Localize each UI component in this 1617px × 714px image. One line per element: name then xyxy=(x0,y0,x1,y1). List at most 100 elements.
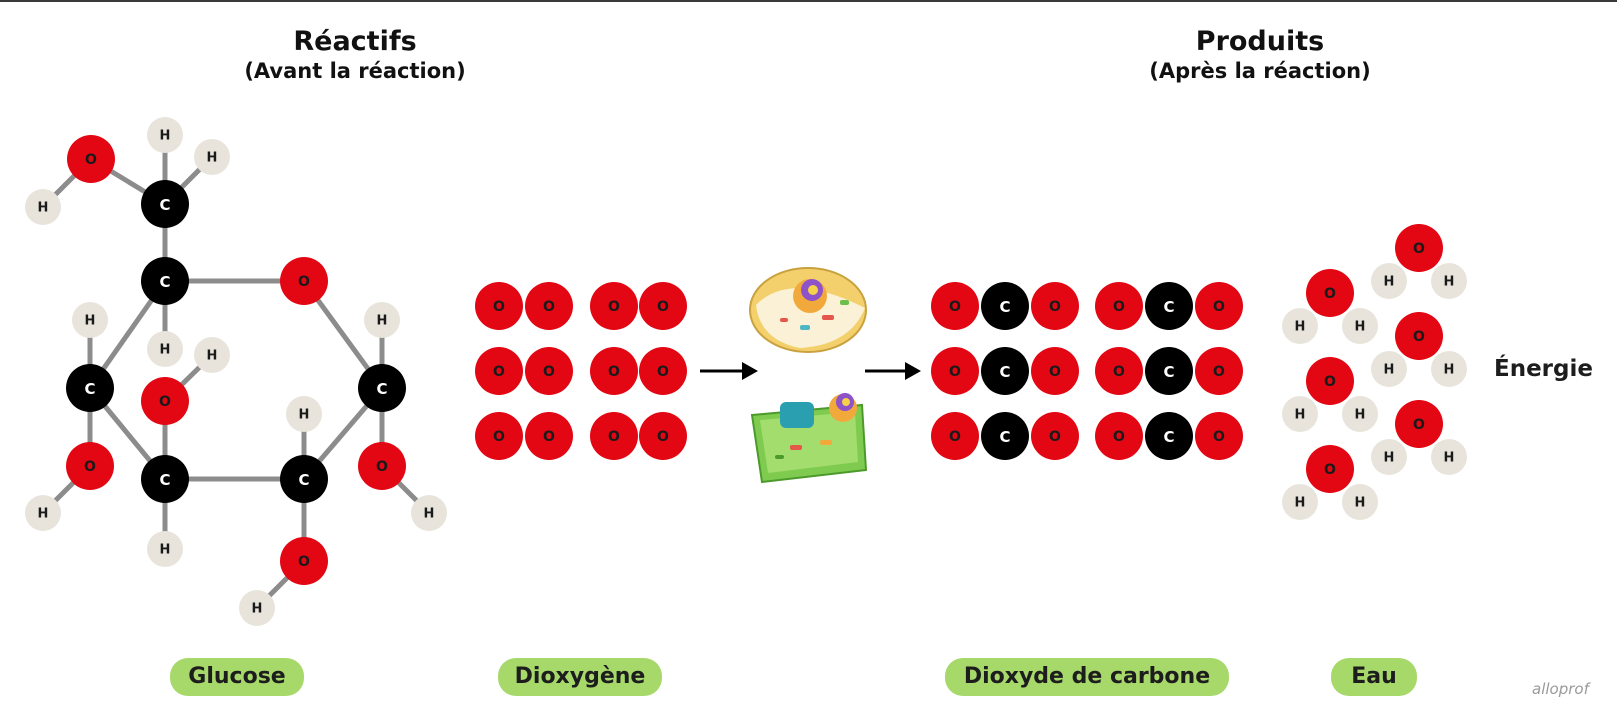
oxygen-atom: O xyxy=(1095,347,1143,395)
svg-text:O: O xyxy=(159,394,171,410)
oxygen-atom: O xyxy=(1095,412,1143,460)
oxygen-atom: O xyxy=(1306,269,1354,317)
oxygen-atom: O xyxy=(1395,400,1443,448)
alloprof-logo: alloprof xyxy=(1532,680,1589,698)
oxygen-atom: O xyxy=(639,347,687,395)
animal-cell-icon xyxy=(749,267,867,353)
svg-text:H: H xyxy=(377,314,388,329)
oxygen-atom: O xyxy=(1031,347,1079,395)
carbon-dioxide-label: Dioxyde de carbone xyxy=(945,658,1229,696)
svg-text:O: O xyxy=(1324,286,1336,302)
hydrogen-atom: H xyxy=(1371,439,1407,475)
hydrogen-atom: H xyxy=(25,189,61,225)
svg-text:O: O xyxy=(1113,299,1125,315)
svg-text:O: O xyxy=(657,429,669,445)
svg-text:O: O xyxy=(1213,299,1225,315)
hydrogen-atom: H xyxy=(286,396,322,432)
svg-text:O: O xyxy=(85,152,97,168)
hydrogen-atom: H xyxy=(239,590,275,626)
oxygen-atom: O xyxy=(475,282,523,330)
svg-text:C: C xyxy=(376,380,387,398)
svg-text:O: O xyxy=(1049,364,1061,380)
oxygen-atom: O xyxy=(931,347,979,395)
hydrogen-atom: H xyxy=(364,302,400,338)
hydrogen-atom: H xyxy=(1342,484,1378,520)
svg-text:C: C xyxy=(1163,363,1174,381)
svg-text:O: O xyxy=(1113,429,1125,445)
svg-text:O: O xyxy=(1413,329,1425,345)
top-border xyxy=(0,0,1617,2)
water-label: Eau xyxy=(1331,658,1417,696)
arrow-right-icon xyxy=(865,362,921,380)
oxygen-atom: O xyxy=(280,257,328,305)
svg-text:O: O xyxy=(298,554,310,570)
hydrogen-atom: H xyxy=(25,495,61,531)
energy-label: Énergie xyxy=(1494,356,1593,382)
svg-text:H: H xyxy=(160,543,171,558)
oxygen-atom: O xyxy=(1031,282,1079,330)
svg-text:O: O xyxy=(543,364,555,380)
hydrogen-atom: H xyxy=(1282,396,1318,432)
svg-text:C: C xyxy=(159,471,170,489)
svg-text:O: O xyxy=(949,299,961,315)
oxygen-atom: O xyxy=(475,412,523,460)
svg-text:H: H xyxy=(1355,408,1366,423)
svg-text:O: O xyxy=(657,299,669,315)
oxygen-atom: O xyxy=(1195,347,1243,395)
svg-text:C: C xyxy=(999,298,1010,316)
oxygen-atom: O xyxy=(1395,312,1443,360)
oxygen-atom: O xyxy=(525,282,573,330)
svg-text:C: C xyxy=(159,196,170,214)
svg-text:O: O xyxy=(543,429,555,445)
svg-text:H: H xyxy=(207,151,218,166)
oxygen-atom: O xyxy=(358,442,406,490)
oxygen-atom: O xyxy=(475,347,523,395)
hydrogen-atom: H xyxy=(194,337,230,373)
svg-text:O: O xyxy=(1213,364,1225,380)
carbon-atom: C xyxy=(981,347,1029,395)
oxygen-atom: O xyxy=(931,412,979,460)
svg-text:O: O xyxy=(949,364,961,380)
oxygen-atom: O xyxy=(525,347,573,395)
oxygen-atom: O xyxy=(1031,412,1079,460)
svg-text:C: C xyxy=(84,380,95,398)
dioxygen-label: Dioxygène xyxy=(498,658,662,696)
svg-text:C: C xyxy=(999,428,1010,446)
svg-text:O: O xyxy=(608,364,620,380)
svg-text:O: O xyxy=(1413,241,1425,257)
svg-text:H: H xyxy=(160,129,171,144)
hydrogen-atom: H xyxy=(411,495,447,531)
svg-text:H: H xyxy=(1444,275,1455,290)
carbon-atom: C xyxy=(141,455,189,503)
hydrogen-atom: H xyxy=(1431,263,1467,299)
svg-text:H: H xyxy=(1355,496,1366,511)
hydrogen-atom: H xyxy=(194,139,230,175)
oxygen-atom: O xyxy=(280,537,328,585)
carbon-atom: C xyxy=(1145,412,1193,460)
oxygen-atom: O xyxy=(1395,224,1443,272)
svg-text:H: H xyxy=(38,507,49,522)
svg-text:O: O xyxy=(493,429,505,445)
oxygen-atom: O xyxy=(639,412,687,460)
hydrogen-atom: H xyxy=(1371,263,1407,299)
svg-text:C: C xyxy=(298,471,309,489)
oxygen-atom: O xyxy=(1306,357,1354,405)
hydrogen-atom: H xyxy=(1431,351,1467,387)
plant-cell-icon xyxy=(750,393,868,484)
svg-text:O: O xyxy=(1213,429,1225,445)
reactants-subtitle: (Avant la réaction) xyxy=(244,59,466,83)
svg-text:H: H xyxy=(1295,408,1306,423)
reactants-heading: Réactifs (Avant la réaction) xyxy=(230,26,480,84)
svg-text:O: O xyxy=(949,429,961,445)
svg-text:O: O xyxy=(608,429,620,445)
hydrogen-atom: H xyxy=(1342,396,1378,432)
glucose-label: Glucose xyxy=(170,658,304,696)
carbon-atom: C xyxy=(1145,347,1193,395)
hydrogen-atom: H xyxy=(1371,351,1407,387)
oxygen-atom: O xyxy=(1306,445,1354,493)
svg-text:H: H xyxy=(1444,451,1455,466)
carbon-atom: C xyxy=(141,180,189,228)
oxygen-atom: O xyxy=(1195,412,1243,460)
svg-text:H: H xyxy=(1384,363,1395,378)
svg-text:O: O xyxy=(84,459,96,475)
